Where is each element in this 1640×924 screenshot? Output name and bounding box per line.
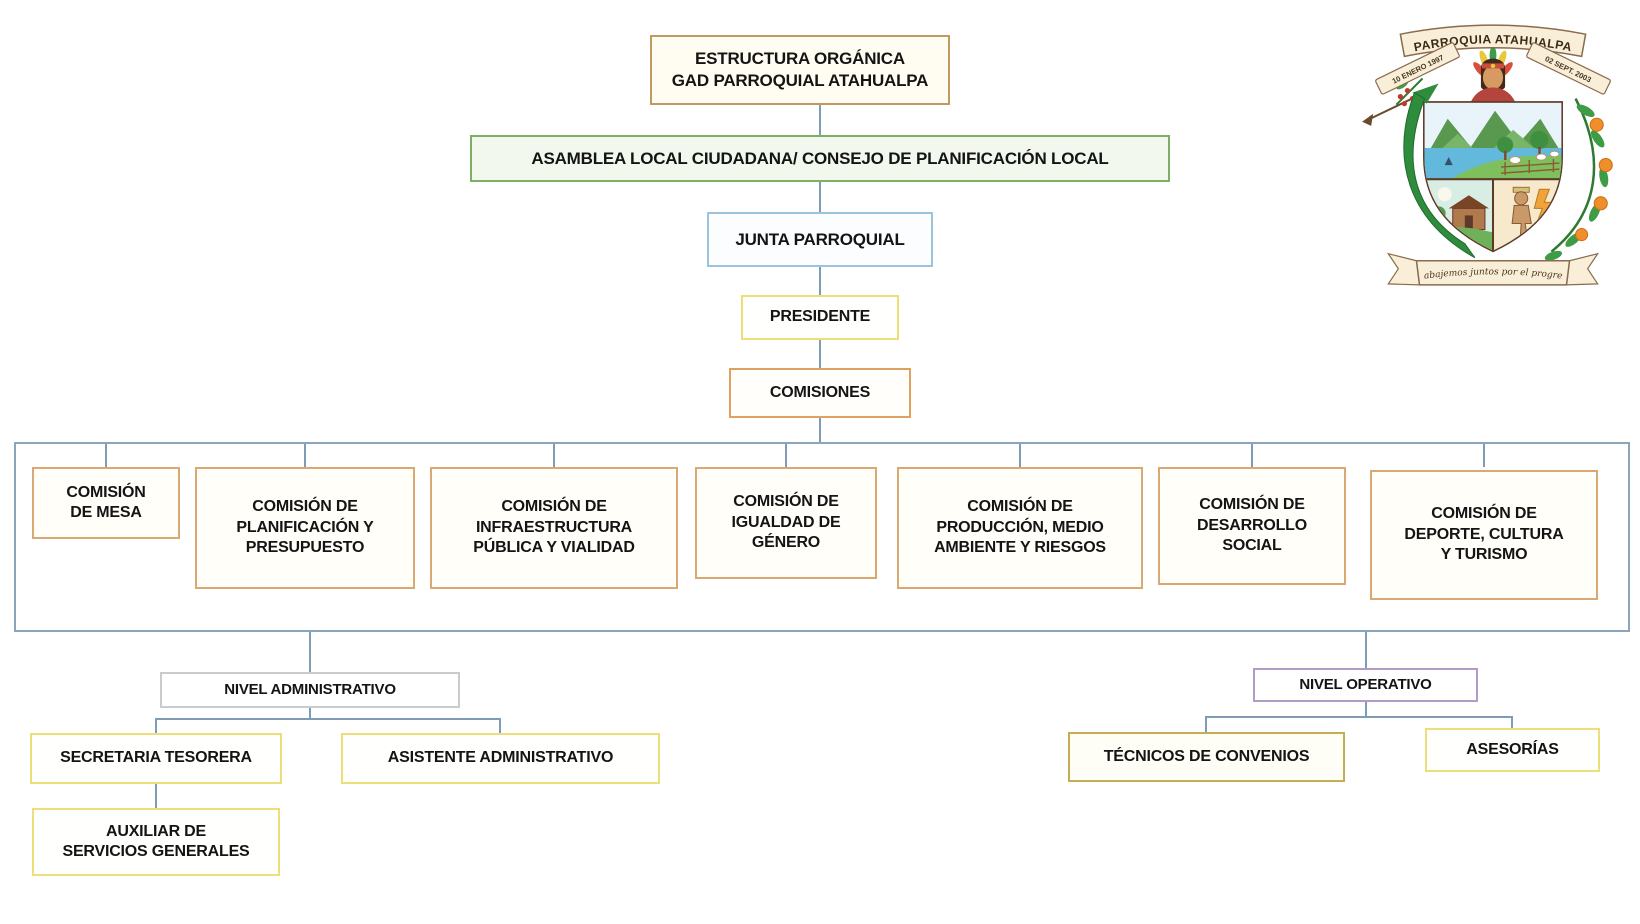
commission-box-desarrollo: COMISIÓN DE DESARROLLO SOCIAL (1158, 467, 1346, 585)
connector-line (1511, 716, 1513, 728)
nivel-operativo-box: NIVEL OPERATIVO (1253, 668, 1478, 702)
connector-line (309, 708, 311, 718)
asamblea-box: ASAMBLEA LOCAL CIUDADANA/ CONSEJO DE PLA… (470, 135, 1170, 182)
commission-box-produccion: COMISIÓN DE PRODUCCIÓN, MEDIO AMBIENTE Y… (897, 467, 1143, 589)
connector-line (553, 444, 555, 467)
connector-line (1019, 444, 1021, 467)
connector-line (1483, 444, 1485, 467)
comisiones-box: COMISIONES (729, 368, 911, 418)
connector-line (819, 182, 821, 212)
secretaria-tesorera-box: SECRETARIA TESORERA (30, 733, 282, 784)
connector-line (819, 418, 821, 442)
commission-box-deporte: COMISIÓN DE DEPORTE, CULTURA Y TURISMO (1370, 470, 1598, 600)
connector-line (819, 105, 821, 135)
connector-line (155, 718, 157, 733)
presidente-box: PRESIDENTE (741, 295, 899, 340)
connector-line (1205, 716, 1513, 718)
connector-line (155, 784, 157, 808)
connector-line (1205, 716, 1207, 732)
connector-line (819, 267, 821, 295)
orange-branch-icon (1544, 98, 1613, 261)
connector-line (309, 632, 311, 672)
parish-crest-logo: PARROQUIA ATAHUALPA 10 ENERO 1997 02 SEP… (1352, 6, 1613, 286)
asesorias-box: ASESORÍAS (1425, 728, 1600, 772)
chart-title-box: ESTRUCTURA ORGÁNICA GAD PARROQUIAL ATAHU… (650, 35, 950, 105)
tecnicos-convenios-box: TÉCNICOS DE CONVENIOS (1068, 732, 1345, 782)
auxiliar-servicios-box: AUXILIAR DE SERVICIOS GENERALES (32, 808, 280, 876)
connector-line (155, 718, 501, 720)
connector-line (105, 444, 107, 467)
asistente-administrativo-box: ASISTENTE ADMINISTRATIVO (341, 733, 660, 784)
commission-box-planificacion: COMISIÓN DE PLANIFICACIÓN Y PRESUPUESTO (195, 467, 415, 589)
junta-parroquial-box: JUNTA PARROQUIAL (707, 212, 933, 267)
commissions-container (14, 442, 1630, 632)
connector-line (819, 340, 821, 368)
commission-box-infraestructura: COMISIÓN DE INFRAESTRUCTURA PÚBLICA Y VI… (430, 467, 678, 589)
connector-line (785, 444, 787, 467)
connector-line (1251, 444, 1253, 467)
connector-line (1365, 632, 1367, 668)
connector-line (304, 444, 306, 467)
atahualpa-figure-icon (1469, 46, 1517, 105)
connector-line (499, 718, 501, 733)
nivel-administrativo-box: NIVEL ADMINISTRATIVO (160, 672, 460, 708)
green-drape-icon (1403, 83, 1476, 259)
commission-box-igualdad: COMISIÓN DE IGUALDAD DE GÉNERO (695, 467, 877, 579)
commission-box-mesa: COMISIÓN DE MESA (32, 467, 180, 539)
connector-line (1365, 702, 1367, 716)
